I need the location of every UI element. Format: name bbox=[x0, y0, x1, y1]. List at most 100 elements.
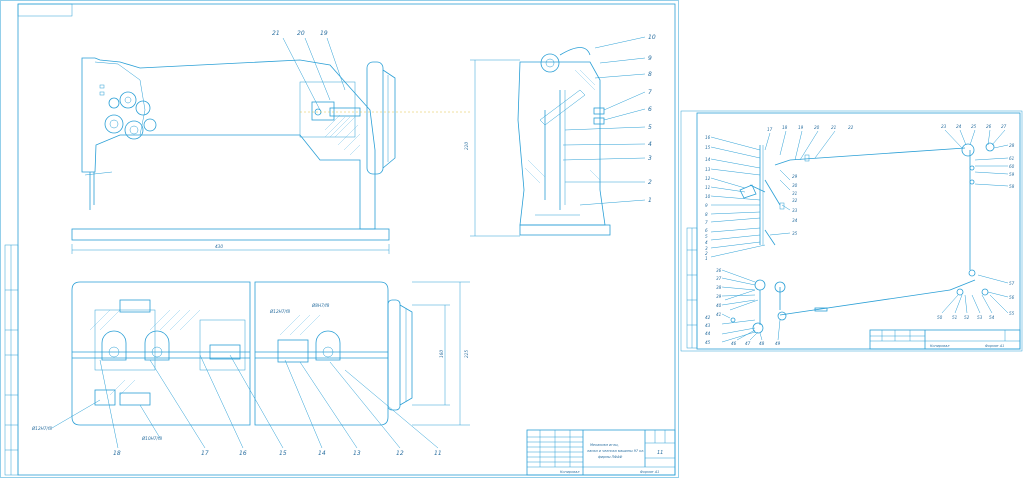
s2-callout-51: 51 bbox=[952, 315, 958, 320]
s2-callout-58: 58 bbox=[1009, 184, 1015, 189]
format-label: Формат A1 bbox=[640, 470, 659, 474]
s2-callout-52: 52 bbox=[964, 315, 970, 320]
machine-plan-section: 160 225 Ø12H7/f8 Ø8H7/f8 Ø12H7/f8 Ø10H7/… bbox=[31, 281, 470, 457]
title-line-1: Механизм иглы, bbox=[590, 443, 619, 447]
s2-copied-by-label: Копировал bbox=[930, 344, 950, 348]
s2-callout-8: 8 bbox=[705, 212, 708, 217]
sheet-2-left-stamp bbox=[686, 227, 698, 349]
callout-20: 20 bbox=[297, 30, 305, 37]
s2-callout-28: 28 bbox=[1009, 143, 1015, 148]
s2-callout-33: 33 bbox=[792, 208, 798, 213]
machine-front-view: 430 21 20 19 bbox=[71, 30, 470, 254]
sheet-1: 430 21 20 19 220 bbox=[0, 0, 679, 478]
s2-callout-60: 60 bbox=[1009, 164, 1015, 169]
s2-callout-41: 41 bbox=[716, 312, 722, 317]
s2-callout-1: 1 bbox=[705, 256, 708, 261]
handwheel bbox=[366, 61, 384, 175]
s2-callout-21: 21 bbox=[831, 125, 837, 130]
callout-13: 13 bbox=[353, 450, 361, 457]
s2-callout-24: 24 bbox=[956, 124, 962, 129]
sheet-2: 16 15 14 13 12 11 10 9 8 7 6 5 4 3 2 1 1… bbox=[680, 110, 1023, 352]
s2-callout-32: 32 bbox=[792, 198, 798, 203]
callout-5: 5 bbox=[648, 124, 652, 131]
callout-15: 15 bbox=[279, 450, 287, 457]
s2-callout-44: 44 bbox=[705, 331, 711, 336]
s2-callout-25: 25 bbox=[971, 124, 977, 129]
s2-callout-43: 43 bbox=[705, 323, 711, 328]
callout-21: 21 bbox=[272, 30, 280, 37]
dim-side-height: 220 bbox=[464, 142, 469, 150]
s2-callout-6: 6 bbox=[705, 228, 708, 233]
callout-6: 6 bbox=[648, 106, 652, 113]
sheet-2-title-block: Копировал Формат A1 bbox=[869, 329, 1021, 350]
sheet-2-outer-border bbox=[680, 110, 1023, 352]
dim-base-width: 430 bbox=[215, 244, 223, 249]
s2-callout-48: 48 bbox=[759, 341, 765, 346]
machine-base bbox=[71, 228, 390, 241]
s2-format-label: Формат A1 bbox=[985, 344, 1004, 348]
s2-callout-36: 36 bbox=[716, 268, 722, 273]
title-line-3: фирмы ПФАФ bbox=[598, 455, 622, 459]
s2-callout-5: 5 bbox=[705, 234, 708, 239]
s2-callout-49: 49 bbox=[775, 341, 781, 346]
callout-12: 12 bbox=[396, 450, 404, 457]
callout-4: 4 bbox=[648, 141, 652, 148]
left-margin-stamp bbox=[4, 244, 19, 476]
callout-10: 10 bbox=[648, 34, 656, 41]
callout-9: 9 bbox=[648, 55, 652, 62]
s2-callout-45: 45 bbox=[705, 340, 711, 345]
sheet-1-frame bbox=[17, 3, 676, 476]
dim-plan-h2: 225 bbox=[464, 350, 469, 358]
s2-callout-56: 56 bbox=[1009, 295, 1015, 300]
callout-7: 7 bbox=[648, 89, 652, 96]
callout-17: 17 bbox=[201, 450, 209, 457]
s2-callout-23: 23 bbox=[941, 124, 947, 129]
s2-callout-39: 39 bbox=[716, 294, 722, 299]
callout-19: 19 bbox=[320, 30, 328, 37]
s2-callout-59: 59 bbox=[1009, 172, 1015, 177]
s2-callout-14: 14 bbox=[705, 157, 711, 162]
s2-callout-20: 20 bbox=[814, 125, 820, 130]
s2-callout-46: 46 bbox=[731, 341, 737, 346]
s2-callout-37: 37 bbox=[716, 276, 722, 281]
s2-callout-10: 10 bbox=[705, 194, 711, 199]
s2-callout-16: 16 bbox=[705, 135, 711, 140]
callout-3: 3 bbox=[648, 155, 652, 162]
s2-callout-3: 3 bbox=[705, 246, 708, 251]
copied-by-label: Копировал bbox=[560, 470, 580, 474]
s2-callout-4: 4 bbox=[705, 240, 708, 245]
callout-2: 2 bbox=[648, 179, 652, 186]
s2-callout-55: 55 bbox=[1009, 311, 1015, 316]
callout-11: 11 bbox=[434, 450, 442, 457]
sheet-1-title-block: Механизм иглы, лапки и челнока машины 97… bbox=[526, 429, 676, 476]
s2-callout-53: 53 bbox=[977, 315, 983, 320]
sheet-number: 11 bbox=[657, 450, 663, 456]
s2-callout-38: 38 bbox=[716, 285, 722, 290]
s2-callout-18: 18 bbox=[782, 125, 788, 130]
s2-callout-35: 35 bbox=[792, 231, 798, 236]
callout-8: 8 bbox=[648, 71, 652, 78]
machine-side-view: 220 bbox=[464, 34, 656, 237]
s2-callout-50: 50 bbox=[937, 315, 943, 320]
s2-callout-11: 11 bbox=[705, 185, 711, 190]
s2-callout-17: 17 bbox=[767, 127, 773, 132]
s2-callout-61: 61 bbox=[1009, 156, 1015, 161]
s2-callout-42: 42 bbox=[705, 315, 711, 320]
s2-callout-29: 29 bbox=[792, 174, 798, 179]
fit-label-4: Ø10H7/f8 bbox=[141, 436, 162, 441]
s2-callout-12: 12 bbox=[705, 176, 711, 181]
kinematic-scheme: 16 15 14 13 12 11 10 9 8 7 6 5 4 3 2 1 1… bbox=[705, 124, 1015, 346]
callout-14: 14 bbox=[318, 450, 326, 457]
sheet-2-frame bbox=[696, 112, 1021, 350]
s2-callout-9: 9 bbox=[705, 203, 708, 208]
s2-callout-22: 22 bbox=[848, 125, 854, 130]
callout-1: 1 bbox=[648, 197, 652, 204]
fit-label-2: Ø8H7/f8 bbox=[311, 303, 330, 308]
fit-label-3: Ø12H7/f8 bbox=[31, 426, 52, 431]
dim-plan-h1: 160 bbox=[439, 350, 444, 358]
sheet-1-corner-stamp bbox=[17, 3, 73, 17]
title-line-2: лапки и челнока машины 97 кл. bbox=[586, 449, 644, 453]
s2-callout-54: 54 bbox=[989, 315, 995, 320]
s2-callout-47: 47 bbox=[745, 341, 751, 346]
